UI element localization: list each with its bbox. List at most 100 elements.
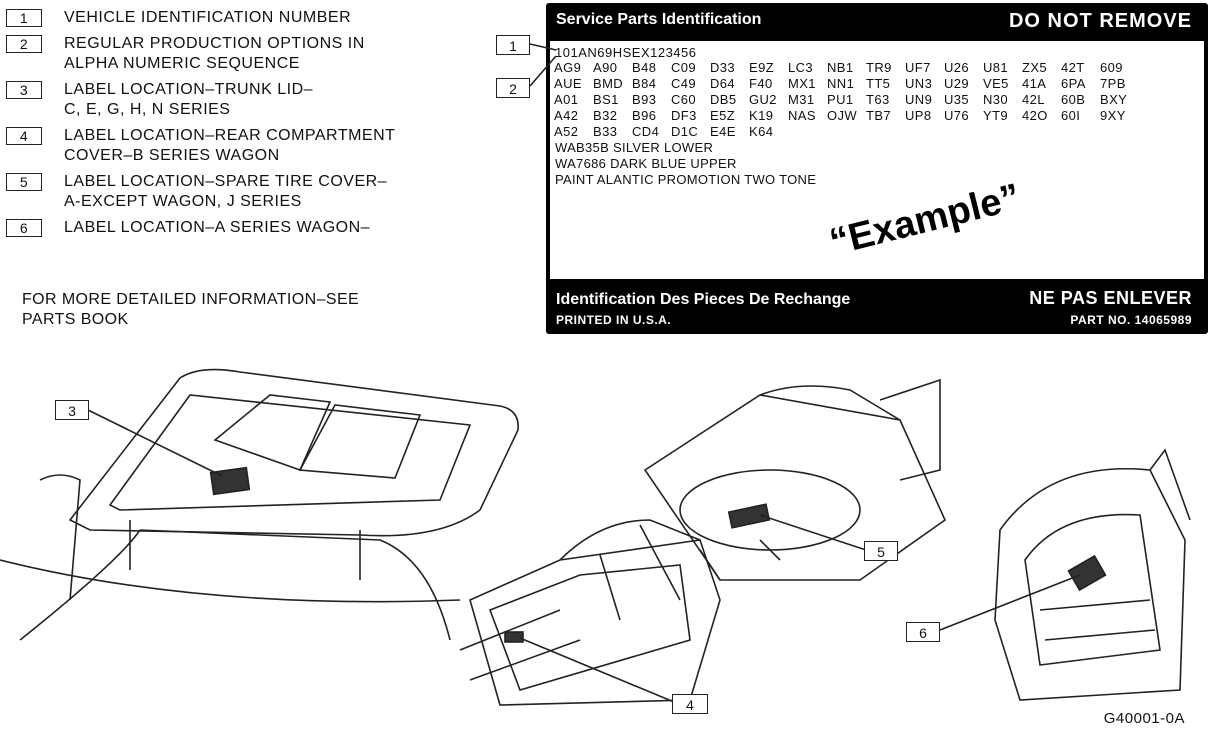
label-part-number: PART NO. 14065989 bbox=[1070, 313, 1192, 327]
rpo-code: GU2 bbox=[749, 92, 777, 107]
leader-line-3 bbox=[87, 409, 223, 477]
rpo-code: B84 bbox=[632, 76, 657, 91]
callout-2: 2 bbox=[496, 78, 530, 98]
figure-id: G40001-0A bbox=[1103, 710, 1185, 727]
leader-line-5 bbox=[759, 514, 867, 551]
rpo-code: TR9 bbox=[866, 60, 892, 75]
rpo-code: NB1 bbox=[827, 60, 854, 75]
label-ne-pas-enlever: NE PAS ENLEVER bbox=[1029, 288, 1192, 308]
rpo-code: PU1 bbox=[827, 92, 854, 107]
legend-text: LABEL LOCATION–REAR COMPARTMENT COVER–B … bbox=[64, 127, 396, 164]
legend-item-3: 3 LABEL LOCATION–TRUNK LID– C, E, G, H, N… bbox=[6, 80, 476, 120]
rpo-code: OJW bbox=[827, 108, 858, 123]
rpo-code: CD4 bbox=[632, 124, 660, 139]
rpo-code: B33 bbox=[593, 124, 618, 139]
callout-5: 5 bbox=[864, 541, 898, 561]
rpo-code: 41A bbox=[1022, 76, 1047, 91]
rpo-code: U29 bbox=[944, 76, 970, 91]
rear-compartment-drawing bbox=[459, 519, 721, 706]
paint-line: WA7686 DARK BLUE UPPER bbox=[555, 156, 737, 171]
legend-text: VEHICLE IDENTIFICATION NUMBER bbox=[64, 9, 352, 26]
rpo-code: 60I bbox=[1061, 108, 1081, 123]
leader-line-6 bbox=[939, 574, 1081, 631]
rpo-code: DF3 bbox=[671, 108, 697, 123]
rpo-code: A42 bbox=[554, 108, 579, 123]
legend-text: LABEL LOCATION–TRUNK LID– C, E, G, H, N … bbox=[64, 81, 314, 118]
rpo-code: 42T bbox=[1061, 60, 1085, 75]
rpo-code: C49 bbox=[671, 76, 697, 91]
label-footer-french-title: Identification Des Pieces De Rechange bbox=[556, 291, 851, 308]
legend-item-5: 5 LABEL LOCATION–SPARE TIRE COVER– A-EXCE… bbox=[6, 172, 476, 212]
rpo-code: K19 bbox=[749, 108, 774, 123]
rpo-code: U81 bbox=[983, 60, 1009, 75]
rpo-code: 60B bbox=[1061, 92, 1086, 107]
rpo-code: U26 bbox=[944, 60, 970, 75]
legend-text: REGULAR PRODUCTION OPTIONS IN ALPHA NUME… bbox=[64, 35, 365, 72]
rpo-code: TT5 bbox=[866, 76, 891, 91]
callout-3: 3 bbox=[55, 400, 89, 420]
rpo-code: B96 bbox=[632, 108, 657, 123]
rpo-code: B32 bbox=[593, 108, 618, 123]
rpo-code: D33 bbox=[710, 60, 736, 75]
rpo-code: BMD bbox=[593, 76, 624, 91]
label-header-title: Service Parts Identification bbox=[556, 11, 762, 28]
leader-line-2 bbox=[529, 55, 557, 87]
rpo-code: LC3 bbox=[788, 60, 814, 75]
callout-1: 1 bbox=[496, 35, 530, 55]
leader-line-4 bbox=[519, 637, 675, 703]
rpo-code: A01 bbox=[554, 92, 579, 107]
legend-number: 6 bbox=[6, 219, 42, 237]
rpo-code: BS1 bbox=[593, 92, 619, 107]
rpo-code: UF7 bbox=[905, 60, 931, 75]
legend-item-4: 4 LABEL LOCATION–REAR COMPARTMENT COVER–B… bbox=[6, 126, 476, 166]
legend-text: LABEL LOCATION–SPARE TIRE COVER– A-EXCEP… bbox=[64, 173, 388, 210]
rpo-code: N30 bbox=[983, 92, 1009, 107]
label-do-not-remove: DO NOT REMOVE bbox=[1008, 10, 1192, 32]
rpo-code: AG9 bbox=[554, 60, 582, 75]
rpo-code: 6PA bbox=[1061, 76, 1086, 91]
more-info-note: FOR MORE DETAILED INFORMATION–SEE PARTS … bbox=[22, 291, 360, 328]
rpo-code: NN1 bbox=[827, 76, 855, 91]
legend-item-1: 1 VEHICLE IDENTIFICATION NUMBER bbox=[6, 8, 476, 28]
rpo-code: B93 bbox=[632, 92, 657, 107]
rpo-code: A52 bbox=[554, 124, 579, 139]
legend-number: 1 bbox=[6, 9, 42, 27]
rpo-code: D64 bbox=[710, 76, 736, 91]
legend-number: 4 bbox=[6, 127, 42, 145]
rpo-code: 42L bbox=[1022, 92, 1045, 107]
rpo-code: D1C bbox=[671, 124, 699, 139]
legend-number: 3 bbox=[6, 81, 42, 99]
rpo-code: UN3 bbox=[905, 76, 933, 91]
rpo-code: U76 bbox=[944, 108, 970, 123]
rpo-code: AUE bbox=[554, 76, 582, 91]
callout-4: 4 bbox=[672, 694, 708, 714]
rpo-code: DB5 bbox=[710, 92, 737, 107]
rpo-code: UP8 bbox=[905, 108, 932, 123]
rpo-code: NAS bbox=[788, 108, 816, 123]
callout-6: 6 bbox=[906, 622, 940, 642]
rpo-code: U35 bbox=[944, 92, 970, 107]
rpo-code: E9Z bbox=[749, 60, 775, 75]
rpo-code: 7PB bbox=[1100, 76, 1126, 91]
label-printed-in: PRINTED IN U.S.A. bbox=[556, 313, 672, 327]
legend-text: LABEL LOCATION–A SERIES WAGON– bbox=[64, 219, 371, 236]
rpo-code: MX1 bbox=[788, 76, 816, 91]
legend-item-6: 6 LABEL LOCATION–A SERIES WAGON– bbox=[6, 218, 476, 238]
rpo-code: T63 bbox=[866, 92, 890, 107]
rpo-code: 609 bbox=[1100, 60, 1123, 75]
paint-line: WAB35B SILVER LOWER bbox=[555, 140, 714, 155]
legend-number: 5 bbox=[6, 173, 42, 191]
trunk-lid-drawing bbox=[0, 368, 519, 641]
rpo-code: E4E bbox=[710, 124, 736, 139]
rpo-code: 9XY bbox=[1100, 108, 1126, 123]
rpo-code: C60 bbox=[671, 92, 697, 107]
